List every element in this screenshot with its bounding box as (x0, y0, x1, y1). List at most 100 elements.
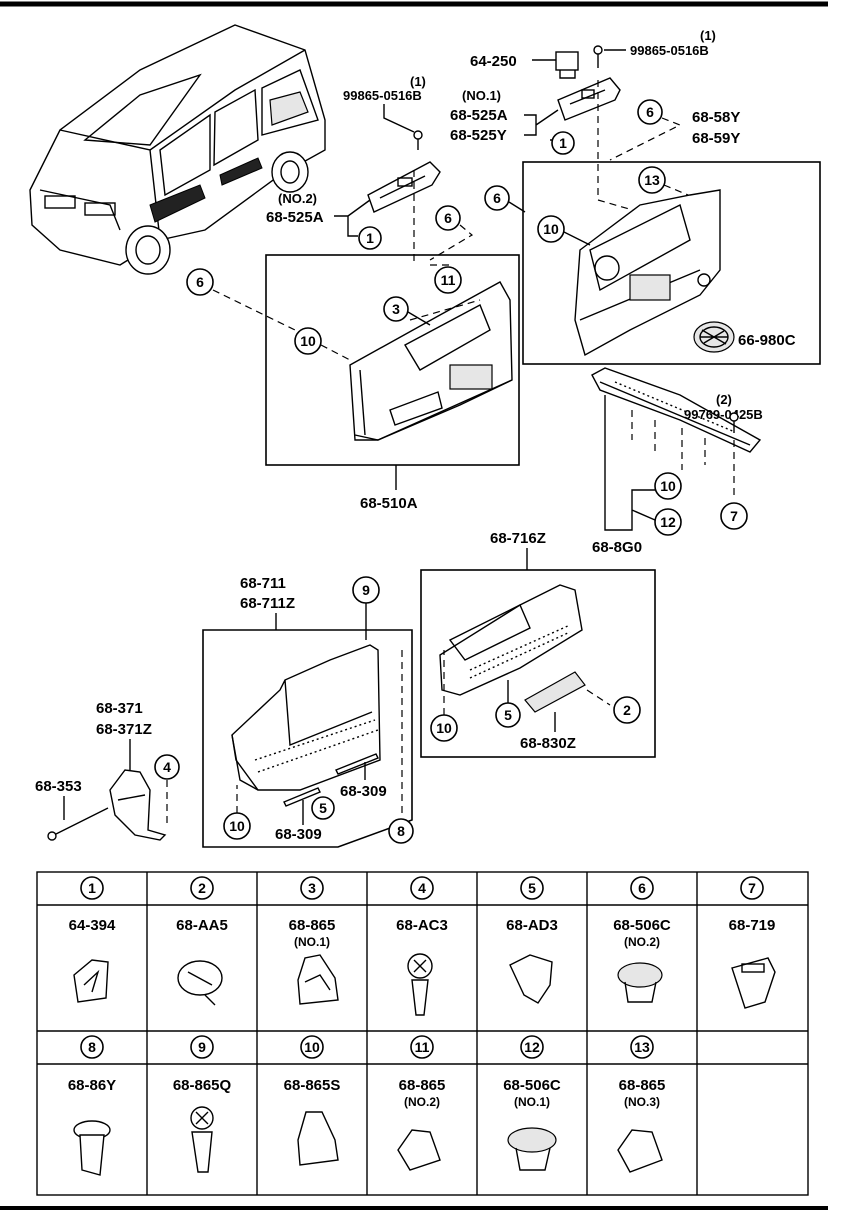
clip-icon-3 (297, 954, 339, 1005)
legend-code-6: 68-506C (613, 917, 671, 934)
legend-number-1: 1 (88, 880, 96, 896)
svg-text:6: 6 (196, 274, 204, 290)
part-68-309-strip-a (283, 787, 321, 807)
legend-code-13: 68-865 (619, 1077, 666, 1094)
marker-10-8G0 (654, 472, 682, 500)
part-68-711-side-trim (231, 644, 381, 791)
marker-10-510A (294, 327, 322, 355)
box-68-510A (265, 254, 520, 466)
clip-icon-13 (617, 1129, 663, 1173)
legend-sub-13: (NO.3) (624, 1095, 660, 1109)
label-68-711Z: 68-711Z (240, 595, 295, 612)
legend-number-8: 8 (88, 1039, 96, 1055)
marker-8 (388, 818, 414, 844)
legend-marker-11 (410, 1035, 434, 1059)
marker-6-right-left (484, 185, 510, 211)
legend-part-icons (73, 953, 776, 1176)
legend-code-12: 68-506C (503, 1077, 561, 1094)
legend-code-7: 68-719 (729, 917, 776, 934)
svg-text:1: 1 (366, 230, 374, 246)
legend-marker-1 (80, 876, 104, 900)
legend-sub-11: (NO.2) (404, 1095, 440, 1109)
legend-number-9: 9 (198, 1039, 206, 1055)
label-99865-left: 99865-0516B (343, 88, 422, 103)
svg-text:6: 6 (444, 210, 452, 226)
marker-6-mid (435, 205, 461, 231)
marker-2 (613, 696, 641, 724)
label-68-711: 68-711 (240, 575, 286, 592)
legend-marker-12 (520, 1035, 544, 1059)
clip-icon-11 (397, 1129, 441, 1171)
clip-icon-5 (509, 954, 553, 1004)
svg-text:6: 6 (493, 190, 501, 206)
legend-marker-4 (410, 876, 434, 900)
legend-number-13: 13 (634, 1039, 650, 1055)
clip-icon-12 (507, 1127, 557, 1153)
marker-1-top (551, 131, 575, 155)
legend-number-5: 5 (528, 880, 536, 896)
label-99769-qty: (2) (716, 392, 732, 407)
label-68-353: 68-353 (35, 778, 82, 795)
marker-6-right-top (637, 99, 663, 125)
svg-text:9: 9 (362, 582, 370, 598)
part-64-250-clip (555, 51, 579, 79)
label-68-371Z: 68-371Z (96, 721, 152, 738)
legend-number-12: 12 (524, 1039, 540, 1055)
label-68-716Z: 68-716Z (490, 530, 546, 547)
part-68-8G0-scuff-plate (591, 367, 762, 453)
marker-3 (383, 296, 409, 322)
label-68-510A: 68-510A (360, 495, 418, 512)
legend-marker-2 (190, 876, 214, 900)
clip-icon-7 (731, 957, 776, 1009)
box-68-711 (202, 629, 413, 848)
label-no1: (NO.1) (462, 88, 501, 103)
label-no2: (NO.2) (278, 191, 317, 206)
marker-5-711 (311, 796, 335, 820)
legend-code-2: 68-AA5 (176, 917, 228, 934)
part-68-58Y-rear-trim (574, 189, 721, 357)
van-illustration (29, 24, 326, 275)
marker-6-left (186, 268, 214, 296)
label-68-371: 68-371 (96, 700, 143, 717)
legend-code-1: 64-394 (69, 917, 116, 934)
legend-number-2: 2 (198, 880, 206, 896)
legend-marker-7 (740, 876, 764, 900)
svg-text:1: 1 (559, 135, 567, 151)
label-64-250: 64-250 (470, 53, 517, 70)
box-68-58Y (522, 161, 821, 365)
svg-text:10: 10 (660, 478, 676, 494)
label-99865-top: 99865-0516B (630, 43, 709, 58)
legend-code-9: 68-865Q (173, 1077, 232, 1094)
part-68-716Z-step-trim (439, 584, 583, 696)
speaker-grille-icon (693, 321, 735, 353)
screw-icon-top (593, 45, 603, 68)
legend-sub-12: (NO.1) (514, 1095, 550, 1109)
legend-grid (36, 871, 809, 1196)
marker-11 (434, 266, 462, 294)
legend-sub-3: (NO.1) (294, 935, 330, 949)
svg-text:7: 7 (730, 508, 738, 524)
svg-text:8: 8 (397, 823, 405, 839)
clip-icon-6 (617, 962, 663, 988)
legend-marker-10 (300, 1035, 324, 1059)
part-68-371-trim (109, 769, 167, 841)
legend-marker-3 (300, 876, 324, 900)
legend-code-8: 68-86Y (68, 1077, 116, 1094)
legend-code-4: 68-AC3 (396, 917, 448, 934)
bolt-icon-68-353 (47, 807, 109, 841)
legend-number-10: 10 (304, 1039, 320, 1055)
legend-marker-13 (630, 1035, 654, 1059)
box-68-716Z (420, 569, 656, 758)
marker-1-left (358, 226, 382, 250)
label-68-830Z: 68-830Z (520, 735, 576, 752)
label-68-8G0: 68-8G0 (592, 539, 642, 556)
screw-icon-left (413, 130, 423, 150)
legend-number-6: 6 (638, 880, 646, 896)
label-68-58Y: 68-58Y (692, 109, 740, 126)
label-99769: 99769-0425B (684, 407, 763, 422)
marker-10-58Y (537, 215, 565, 243)
label-68-525Y: 68-525Y (450, 127, 507, 144)
clip-icon-1 (73, 959, 109, 1003)
legend-code-10: 68-865S (284, 1077, 341, 1094)
label-68-59Y: 68-59Y (692, 130, 740, 147)
